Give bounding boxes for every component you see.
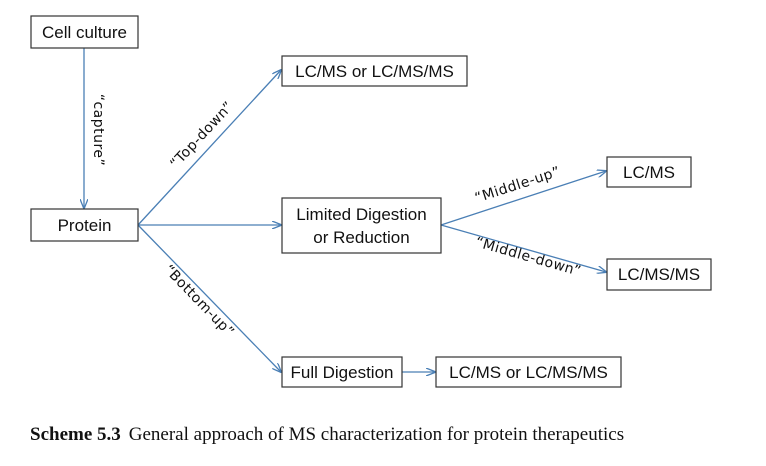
node-lcms-top: LC/MS or LC/MS/MS	[281, 55, 468, 87]
node-cell-culture-label: Cell culture	[42, 23, 127, 42]
edge-limited-to-lcms	[440, 171, 606, 226]
node-lcms-top-label: LC/MS or LC/MS/MS	[295, 62, 454, 81]
caption-label: Scheme 5.3	[30, 424, 121, 445]
node-full-digestion: Full Digestion	[281, 356, 403, 388]
node-limited-line2: or Reduction	[313, 228, 409, 247]
node-full-digestion-label: Full Digestion	[291, 363, 394, 382]
node-lcmsms-middle-down: LC/MS/MS	[606, 258, 712, 291]
node-protein: Protein	[30, 208, 139, 242]
edge-protein-to-full	[137, 224, 281, 372]
node-protein-label: Protein	[58, 216, 112, 235]
edge-label-top-down: “Top-down”	[167, 99, 237, 172]
node-lcms-bottom: LC/MS or LC/MS/MS	[435, 356, 622, 388]
edge-label-middle-down: “Middle-down”	[473, 234, 582, 280]
node-limited-line1: Limited Digestion	[296, 205, 426, 224]
edge-label-capture: “capture”	[90, 94, 106, 167]
node-cell-culture: Cell culture	[30, 15, 139, 49]
edge-label-bottom-up: “Bottom-up”	[161, 262, 238, 341]
node-limited-digestion: Limited Digestion or Reduction	[281, 197, 442, 254]
edge-protein-to-top-lcms	[137, 70, 281, 226]
node-lcmsms-middle-down-label: LC/MS/MS	[618, 265, 700, 284]
node-lcms-middle-up-label: LC/MS	[623, 163, 675, 182]
node-lcms-bottom-label: LC/MS or LC/MS/MS	[449, 363, 608, 382]
node-lcms-middle-up: LC/MS	[606, 156, 692, 188]
figure-caption: Scheme 5.3 General approach of MS charact…	[30, 424, 750, 446]
edge-limited-to-lcmsms	[440, 224, 606, 272]
caption-text: General approach of MS characterization …	[128, 424, 625, 445]
